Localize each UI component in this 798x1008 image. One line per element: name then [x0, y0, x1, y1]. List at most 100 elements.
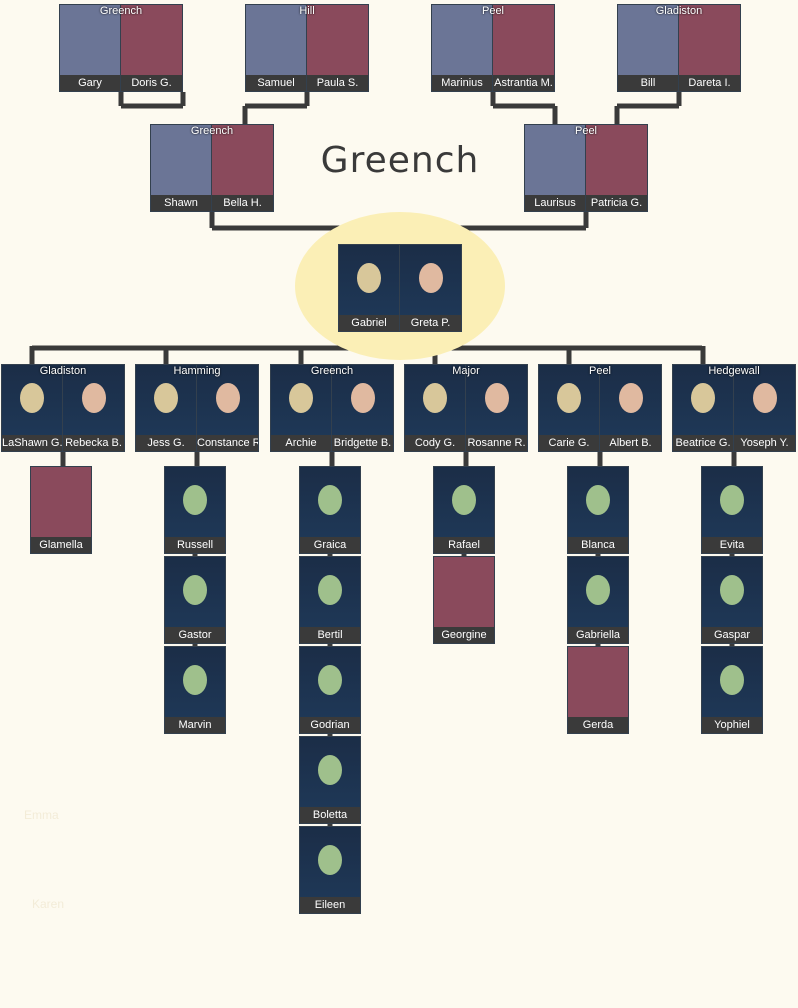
- partner-right[interactable]: Astrantia M.: [493, 4, 555, 92]
- person-card[interactable]: Glamella: [30, 466, 92, 554]
- page-title: Greench: [320, 140, 480, 181]
- partner-left[interactable]: Archie: [270, 364, 332, 452]
- partner-name: Gary: [60, 75, 120, 91]
- family-name: Greench: [99, 5, 143, 17]
- person-card[interactable]: Marvin: [164, 646, 226, 734]
- partner-name: Greta P.: [400, 315, 461, 331]
- portrait: [618, 383, 643, 413]
- portrait: [484, 383, 509, 413]
- partner-right[interactable]: Rebecka B.: [63, 364, 125, 452]
- portrait: [752, 383, 777, 413]
- couple-card[interactable]: Jess G.Constance R.Hamming: [135, 364, 259, 452]
- person-card[interactable]: Gaspar: [701, 556, 763, 644]
- partner-right[interactable]: Yoseph Y.: [734, 364, 796, 452]
- person-name: Russell: [165, 537, 225, 553]
- person-card[interactable]: Gastor: [164, 556, 226, 644]
- family-name: Hill: [299, 5, 315, 17]
- partner-right[interactable]: Greta P.: [400, 244, 462, 332]
- family-name: Greench: [310, 365, 354, 377]
- partner-right[interactable]: Doris G.: [121, 4, 183, 92]
- person-card[interactable]: Bertil: [299, 556, 361, 644]
- partner-left[interactable]: Samuel: [245, 4, 307, 92]
- partner-name: Gabriel: [339, 315, 399, 331]
- partner-name: Jess G.: [136, 435, 196, 451]
- person-name: Blanca: [568, 537, 628, 553]
- partner-right[interactable]: Constance R.: [197, 364, 259, 452]
- partner-left[interactable]: Shawn: [150, 124, 212, 212]
- person-card[interactable]: Eileen: [299, 826, 361, 914]
- partner-right[interactable]: Bridgette B.: [332, 364, 394, 452]
- partner-right[interactable]: Albert B.: [600, 364, 662, 452]
- person-name: Georgine: [434, 627, 494, 643]
- person-card[interactable]: Georgine: [433, 556, 495, 644]
- partner-right[interactable]: Dareta I.: [679, 4, 741, 92]
- person-name: Graica: [300, 537, 360, 553]
- partner-left[interactable]: Laurisus: [524, 124, 586, 212]
- family-name: Peel: [481, 5, 505, 17]
- partner-right[interactable]: Rosanne R.: [466, 364, 528, 452]
- partner-name: Astrantia M.: [493, 75, 554, 91]
- partner-name: Marinius: [432, 75, 492, 91]
- couple-card[interactable]: LaShawn G.Rebecka B.Gladiston: [1, 364, 125, 452]
- portrait: [183, 665, 207, 695]
- partner-left[interactable]: Gary: [59, 4, 121, 92]
- person-card[interactable]: Russell: [164, 466, 226, 554]
- person-name: Glamella: [31, 537, 91, 553]
- person-card[interactable]: Gerda: [567, 646, 629, 734]
- partner-left[interactable]: Gabriel: [338, 244, 400, 332]
- family-name: Peel: [588, 365, 612, 377]
- partner-left[interactable]: Marinius: [431, 4, 493, 92]
- person-card[interactable]: Graica: [299, 466, 361, 554]
- partner-name: Shawn: [151, 195, 211, 211]
- portrait: [720, 485, 744, 515]
- portrait: [720, 575, 744, 605]
- person-card[interactable]: Evita: [701, 466, 763, 554]
- person-card[interactable]: Blanca: [567, 466, 629, 554]
- partner-right[interactable]: Bella H.: [212, 124, 274, 212]
- portrait: [289, 383, 313, 413]
- person-card[interactable]: Godrian: [299, 646, 361, 734]
- person-name: Gaspar: [702, 627, 762, 643]
- partner-left[interactable]: Bill: [617, 4, 679, 92]
- partner-name: Albert B.: [600, 435, 661, 451]
- partner-left[interactable]: LaShawn G.: [1, 364, 63, 452]
- person-card[interactable]: Gabriella: [567, 556, 629, 644]
- portrait: [691, 383, 715, 413]
- partner-left[interactable]: Beatrice G.: [672, 364, 734, 452]
- portrait: [20, 383, 44, 413]
- partner-right[interactable]: Paula S.: [307, 4, 369, 92]
- family-name: Gladiston: [39, 365, 87, 377]
- couple-card[interactable]: Beatrice G.Yoseph Y.Hedgewall: [672, 364, 796, 452]
- person-card[interactable]: Yophiel: [701, 646, 763, 734]
- portrait: [418, 263, 443, 293]
- family-name: Peel: [574, 125, 598, 137]
- partner-name: Yoseph Y.: [734, 435, 795, 451]
- portrait: [81, 383, 106, 413]
- portrait: [318, 845, 342, 875]
- faded-label: Karen: [32, 897, 65, 911]
- person-name: Godrian: [300, 717, 360, 733]
- portrait: [423, 383, 447, 413]
- couple-card[interactable]: Carie G.Albert B. Peel: [538, 364, 662, 452]
- portrait: [154, 383, 178, 413]
- partner-left[interactable]: Jess G.: [135, 364, 197, 452]
- portrait: [586, 485, 610, 515]
- partner-name: Cody G.: [405, 435, 465, 451]
- person-card[interactable]: Rafael: [433, 466, 495, 554]
- partner-right[interactable]: Patricia G.: [586, 124, 648, 212]
- portrait: [183, 485, 207, 515]
- partner-left[interactable]: Cody G.: [404, 364, 466, 452]
- partner-name: Rosanne R.: [466, 435, 527, 451]
- partner-left[interactable]: Carie G.: [538, 364, 600, 452]
- partner-name: Doris G.: [121, 75, 182, 91]
- couple-card[interactable]: Cody G.Rosanne R.Major: [404, 364, 528, 452]
- person-card[interactable]: Boletta: [299, 736, 361, 824]
